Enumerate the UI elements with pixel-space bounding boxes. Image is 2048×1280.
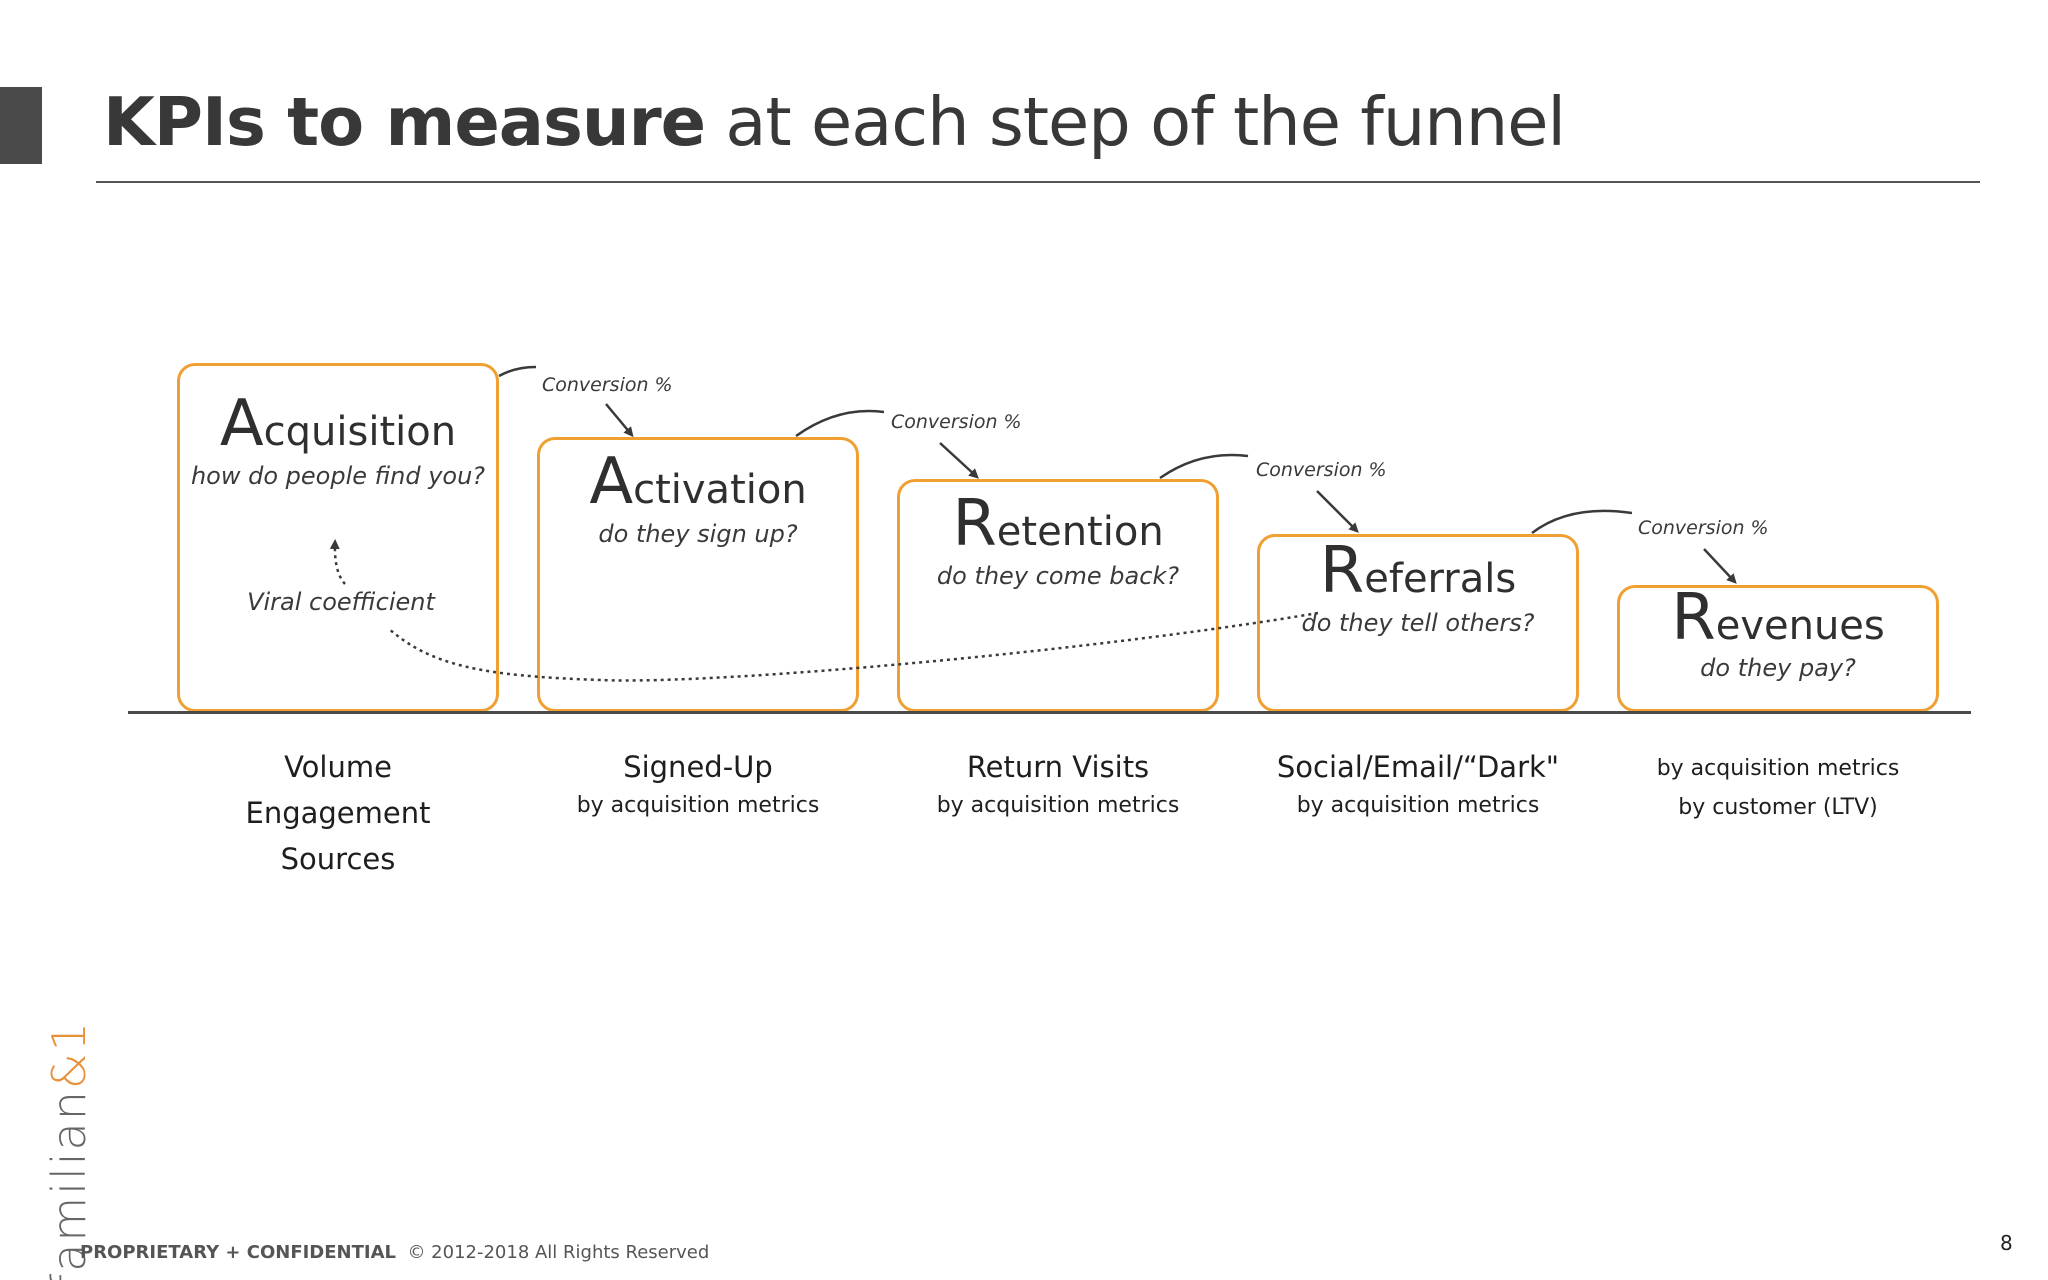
connector-curve-1	[498, 365, 537, 378]
stage-title: Retention	[952, 487, 1164, 561]
metric-main: Return Visits	[966, 750, 1150, 784]
stage-question: do they tell others?	[1301, 609, 1535, 637]
conversion-label-2: Conversion %	[891, 411, 1022, 433]
metrics-referrals: Social/Email/“Dark" by acquisition metri…	[1253, 744, 1583, 822]
metric-line: by customer (LTV)	[1678, 795, 1878, 820]
conversion-label-1: Conversion %	[542, 374, 673, 396]
stage-revenues: Revenues do they pay?	[1617, 585, 1939, 712]
conversion-arrow-1	[605, 403, 634, 438]
metrics-revenues: by acquisition metrics by customer (LTV)	[1613, 746, 1943, 824]
stage-question: do they come back?	[936, 562, 1180, 590]
metric-line: Engagement	[245, 796, 431, 830]
metric-main: Social/Email/“Dark"	[1276, 750, 1560, 784]
section-marker	[0, 87, 42, 164]
stage-title: Revenues	[1671, 581, 1885, 655]
metric-sub: by acquisition metrics	[1296, 793, 1540, 818]
funnel-baseline	[128, 711, 1971, 714]
metrics-acquisition: Volume Engagement Sources	[173, 744, 503, 882]
title-divider	[96, 181, 1980, 183]
title-bold: KPIs to measure	[103, 83, 706, 161]
stage-title: Activation	[589, 445, 807, 519]
stage-referrals: Referrals do they tell others?	[1257, 534, 1579, 712]
footer-label: PROPRIETARY + CONFIDENTIAL	[80, 1242, 396, 1263]
stage-acquisition: Acquisition how do people find you?	[177, 363, 499, 712]
footer: PROPRIETARY + CONFIDENTIAL © 2012-2018 A…	[80, 1242, 709, 1263]
viral-coefficient-label: Viral coefficient	[247, 588, 435, 616]
connector-curve-4	[1531, 509, 1633, 534]
title-rest: at each step of the funnel	[705, 83, 1566, 161]
stage-title: Referrals	[1319, 534, 1517, 608]
conversion-arrow-3	[1316, 490, 1359, 533]
stage-question: how do people find you?	[190, 462, 486, 490]
conversion-arrow-2	[939, 442, 979, 479]
page-number: 8	[2000, 1231, 2013, 1255]
stage-question: do they pay?	[1700, 654, 1856, 682]
stage-activation: Activation do they sign up?	[537, 437, 859, 712]
metric-line: Sources	[280, 842, 396, 876]
stage-title: Acquisition	[219, 387, 457, 461]
company-logo: familian&1	[20, 1020, 96, 1280]
conversion-arrow-4	[1703, 548, 1737, 584]
conversion-label-4: Conversion %	[1638, 517, 1769, 539]
footer-copyright: © 2012-2018 All Rights Reserved	[407, 1242, 710, 1263]
connector-curve-3	[1159, 453, 1249, 480]
stage-question: do they sign up?	[598, 520, 798, 548]
metric-line: by acquisition metrics	[1656, 756, 1900, 781]
metrics-retention: Return Visits by acquisition metrics	[893, 744, 1223, 822]
page-title: KPIs to measure at each step of the funn…	[103, 82, 1566, 162]
logo-amp: &1	[42, 1019, 96, 1090]
metrics-activation: Signed-Up by acquisition metrics	[533, 744, 863, 822]
metric-sub: by acquisition metrics	[576, 793, 820, 818]
metric-line: Volume	[284, 750, 392, 784]
metric-sub: by acquisition metrics	[936, 793, 1180, 818]
conversion-label-3: Conversion %	[1256, 459, 1387, 481]
stage-retention: Retention do they come back?	[897, 479, 1219, 712]
metric-main: Signed-Up	[623, 750, 773, 784]
connector-curve-2	[795, 409, 885, 438]
